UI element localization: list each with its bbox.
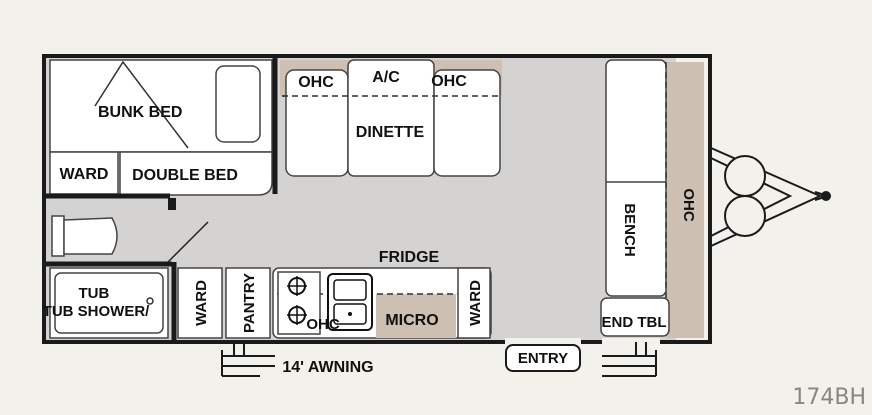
entry-label: ENTRY (518, 350, 568, 367)
tub-drain (146, 297, 154, 305)
ward-bath-label: WARD (193, 280, 210, 326)
ward-kitchen-label: WARD (467, 280, 484, 326)
bunk-pillow (215, 65, 261, 143)
ac-label: A/C (372, 69, 400, 86)
ward-kitchen-box (457, 267, 491, 339)
fridge-label: FRIDGE (379, 249, 440, 266)
toilet-tank (51, 215, 65, 257)
ward-top-label: WARD (60, 166, 109, 183)
entry-step (505, 344, 581, 372)
end-table (600, 297, 670, 337)
double-bed (119, 151, 273, 196)
interior-walls (46, 58, 278, 340)
micro-cabinet (376, 294, 456, 338)
front-ohc-cabinet (666, 62, 704, 338)
ward-bath-box (177, 267, 223, 339)
ohc-left-label: OHC (298, 74, 334, 91)
hitch-icon (710, 147, 832, 247)
awning-bracket (221, 342, 657, 377)
end-table-label: END TBL (602, 314, 667, 331)
bench-label: BENCH (621, 203, 638, 256)
model-number: 174BH (792, 385, 866, 410)
ohc-mid-label: OHC (431, 73, 467, 90)
ohc-kitchen-label: OHC (306, 316, 340, 333)
double-bed-label: DOUBLE BED (132, 167, 238, 184)
awning-label: 14' AWNING (282, 359, 373, 376)
tub-shower-label: TUB TUB SHOWER/ (43, 285, 150, 320)
front-bench (605, 59, 667, 297)
entry-door-gap (505, 338, 581, 344)
dinette-label: DINETTE (356, 124, 425, 141)
micro-label: MICRO (385, 312, 438, 329)
toilet-bowl (63, 217, 118, 255)
ohc-front-label: OHC (680, 188, 697, 222)
pantry-label: PANTRY (241, 273, 258, 333)
stove-burner-icon (287, 276, 307, 325)
bunk-bed-label: BUNK BED (98, 104, 182, 121)
pantry-box (225, 267, 271, 339)
